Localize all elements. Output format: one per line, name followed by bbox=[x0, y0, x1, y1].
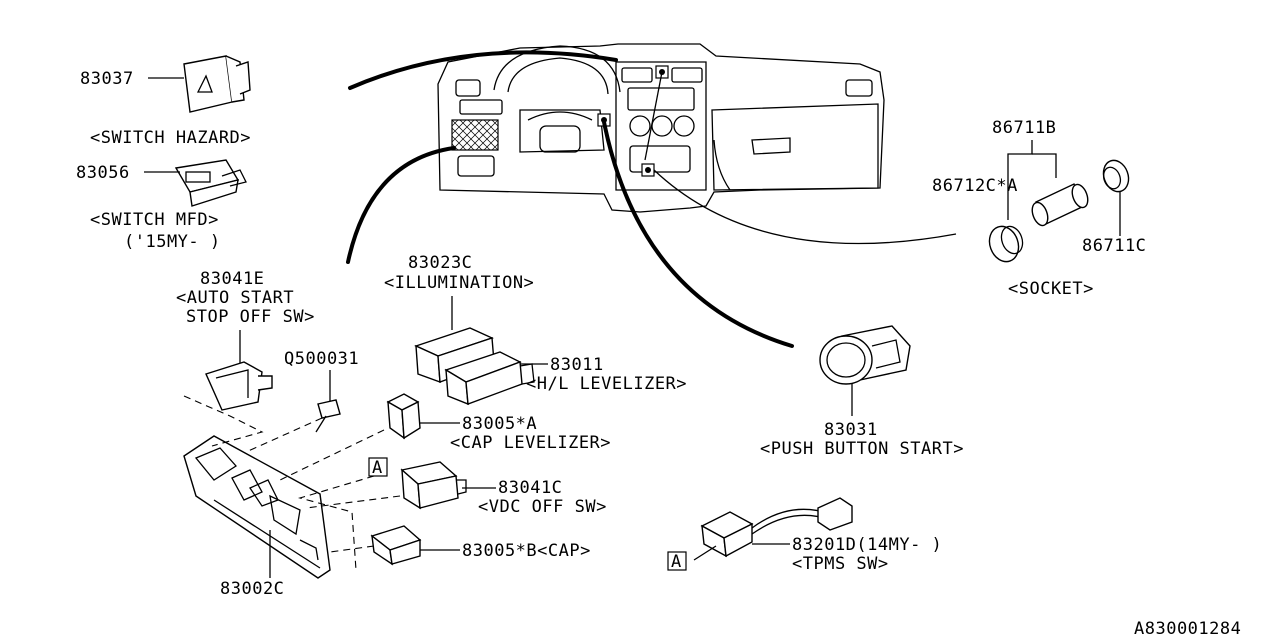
part-number-86711b: 86711B bbox=[992, 118, 1056, 138]
label-socket: <SOCKET> bbox=[1008, 279, 1094, 299]
label-auto-start-line1: <AUTO START bbox=[176, 288, 294, 308]
label-cap-levelizer: <CAP LEVELIZER> bbox=[450, 433, 611, 453]
ref-label-a-tpms: A bbox=[671, 552, 682, 572]
leader-arc-top bbox=[348, 50, 618, 90]
tpms-switch-part bbox=[700, 497, 853, 558]
switch-hazard-part bbox=[183, 55, 251, 113]
part-number-83005b: 83005*B<CAP> bbox=[462, 541, 591, 561]
socket-part bbox=[988, 159, 1130, 263]
vdc-off-switch-part bbox=[400, 461, 467, 510]
label-illumination: <ILLUMINATION> bbox=[384, 273, 534, 293]
label-mfd-year: ('15MY- ) bbox=[124, 232, 221, 252]
part-number-83037: 83037 bbox=[80, 69, 134, 89]
part-number-83041e: 83041E bbox=[200, 269, 264, 289]
push-button-start-part bbox=[819, 325, 911, 385]
part-number-83011: 83011 bbox=[550, 355, 604, 375]
part-number-83005a: 83005*A bbox=[462, 414, 537, 434]
cap-levelizer-part bbox=[386, 393, 421, 440]
part-number-83041c: 83041C bbox=[498, 478, 562, 498]
part-number-83023c: 83023C bbox=[408, 253, 472, 273]
part-number-83056: 83056 bbox=[76, 163, 130, 183]
part-number-86711c: 86711C bbox=[1082, 236, 1146, 256]
leader-arc-left bbox=[346, 146, 456, 264]
switch-panel-part bbox=[183, 435, 331, 579]
part-number-83031: 83031 bbox=[824, 420, 878, 440]
label-switch-mfd: <SWITCH MFD> bbox=[90, 210, 219, 230]
label-vdc-off: <VDC OFF SW> bbox=[478, 497, 607, 517]
part-number-83002c: 83002C bbox=[220, 579, 284, 599]
cap-part bbox=[370, 525, 422, 566]
part-number-q500031: Q500031 bbox=[284, 349, 359, 369]
part-number-86712c: 86712C*A bbox=[932, 176, 1018, 196]
hl-levelizer-switch-part bbox=[414, 327, 535, 406]
part-number-83201d: 83201D(14MY- ) bbox=[792, 535, 942, 555]
ref-box-a-tpms bbox=[667, 551, 687, 571]
auto-start-stop-switch-part bbox=[205, 361, 273, 411]
dashboard-illustration bbox=[437, 43, 885, 213]
screw-part bbox=[315, 399, 341, 433]
switch-mfd-part bbox=[174, 159, 247, 207]
label-auto-start-line2: STOP OFF SW> bbox=[186, 307, 315, 327]
diagram-id: A830001284 bbox=[1134, 619, 1241, 639]
label-hl-levelizer: <H/L LEVELIZER> bbox=[526, 374, 687, 394]
label-push-button-start: <PUSH BUTTON START> bbox=[760, 439, 964, 459]
ref-box-a bbox=[368, 457, 388, 477]
label-switch-hazard: <SWITCH HAZARD> bbox=[90, 128, 251, 148]
label-tpms-sw: <TPMS SW> bbox=[792, 554, 889, 574]
ref-label-a: A bbox=[372, 458, 383, 478]
leader-arc-push-start bbox=[602, 120, 794, 348]
